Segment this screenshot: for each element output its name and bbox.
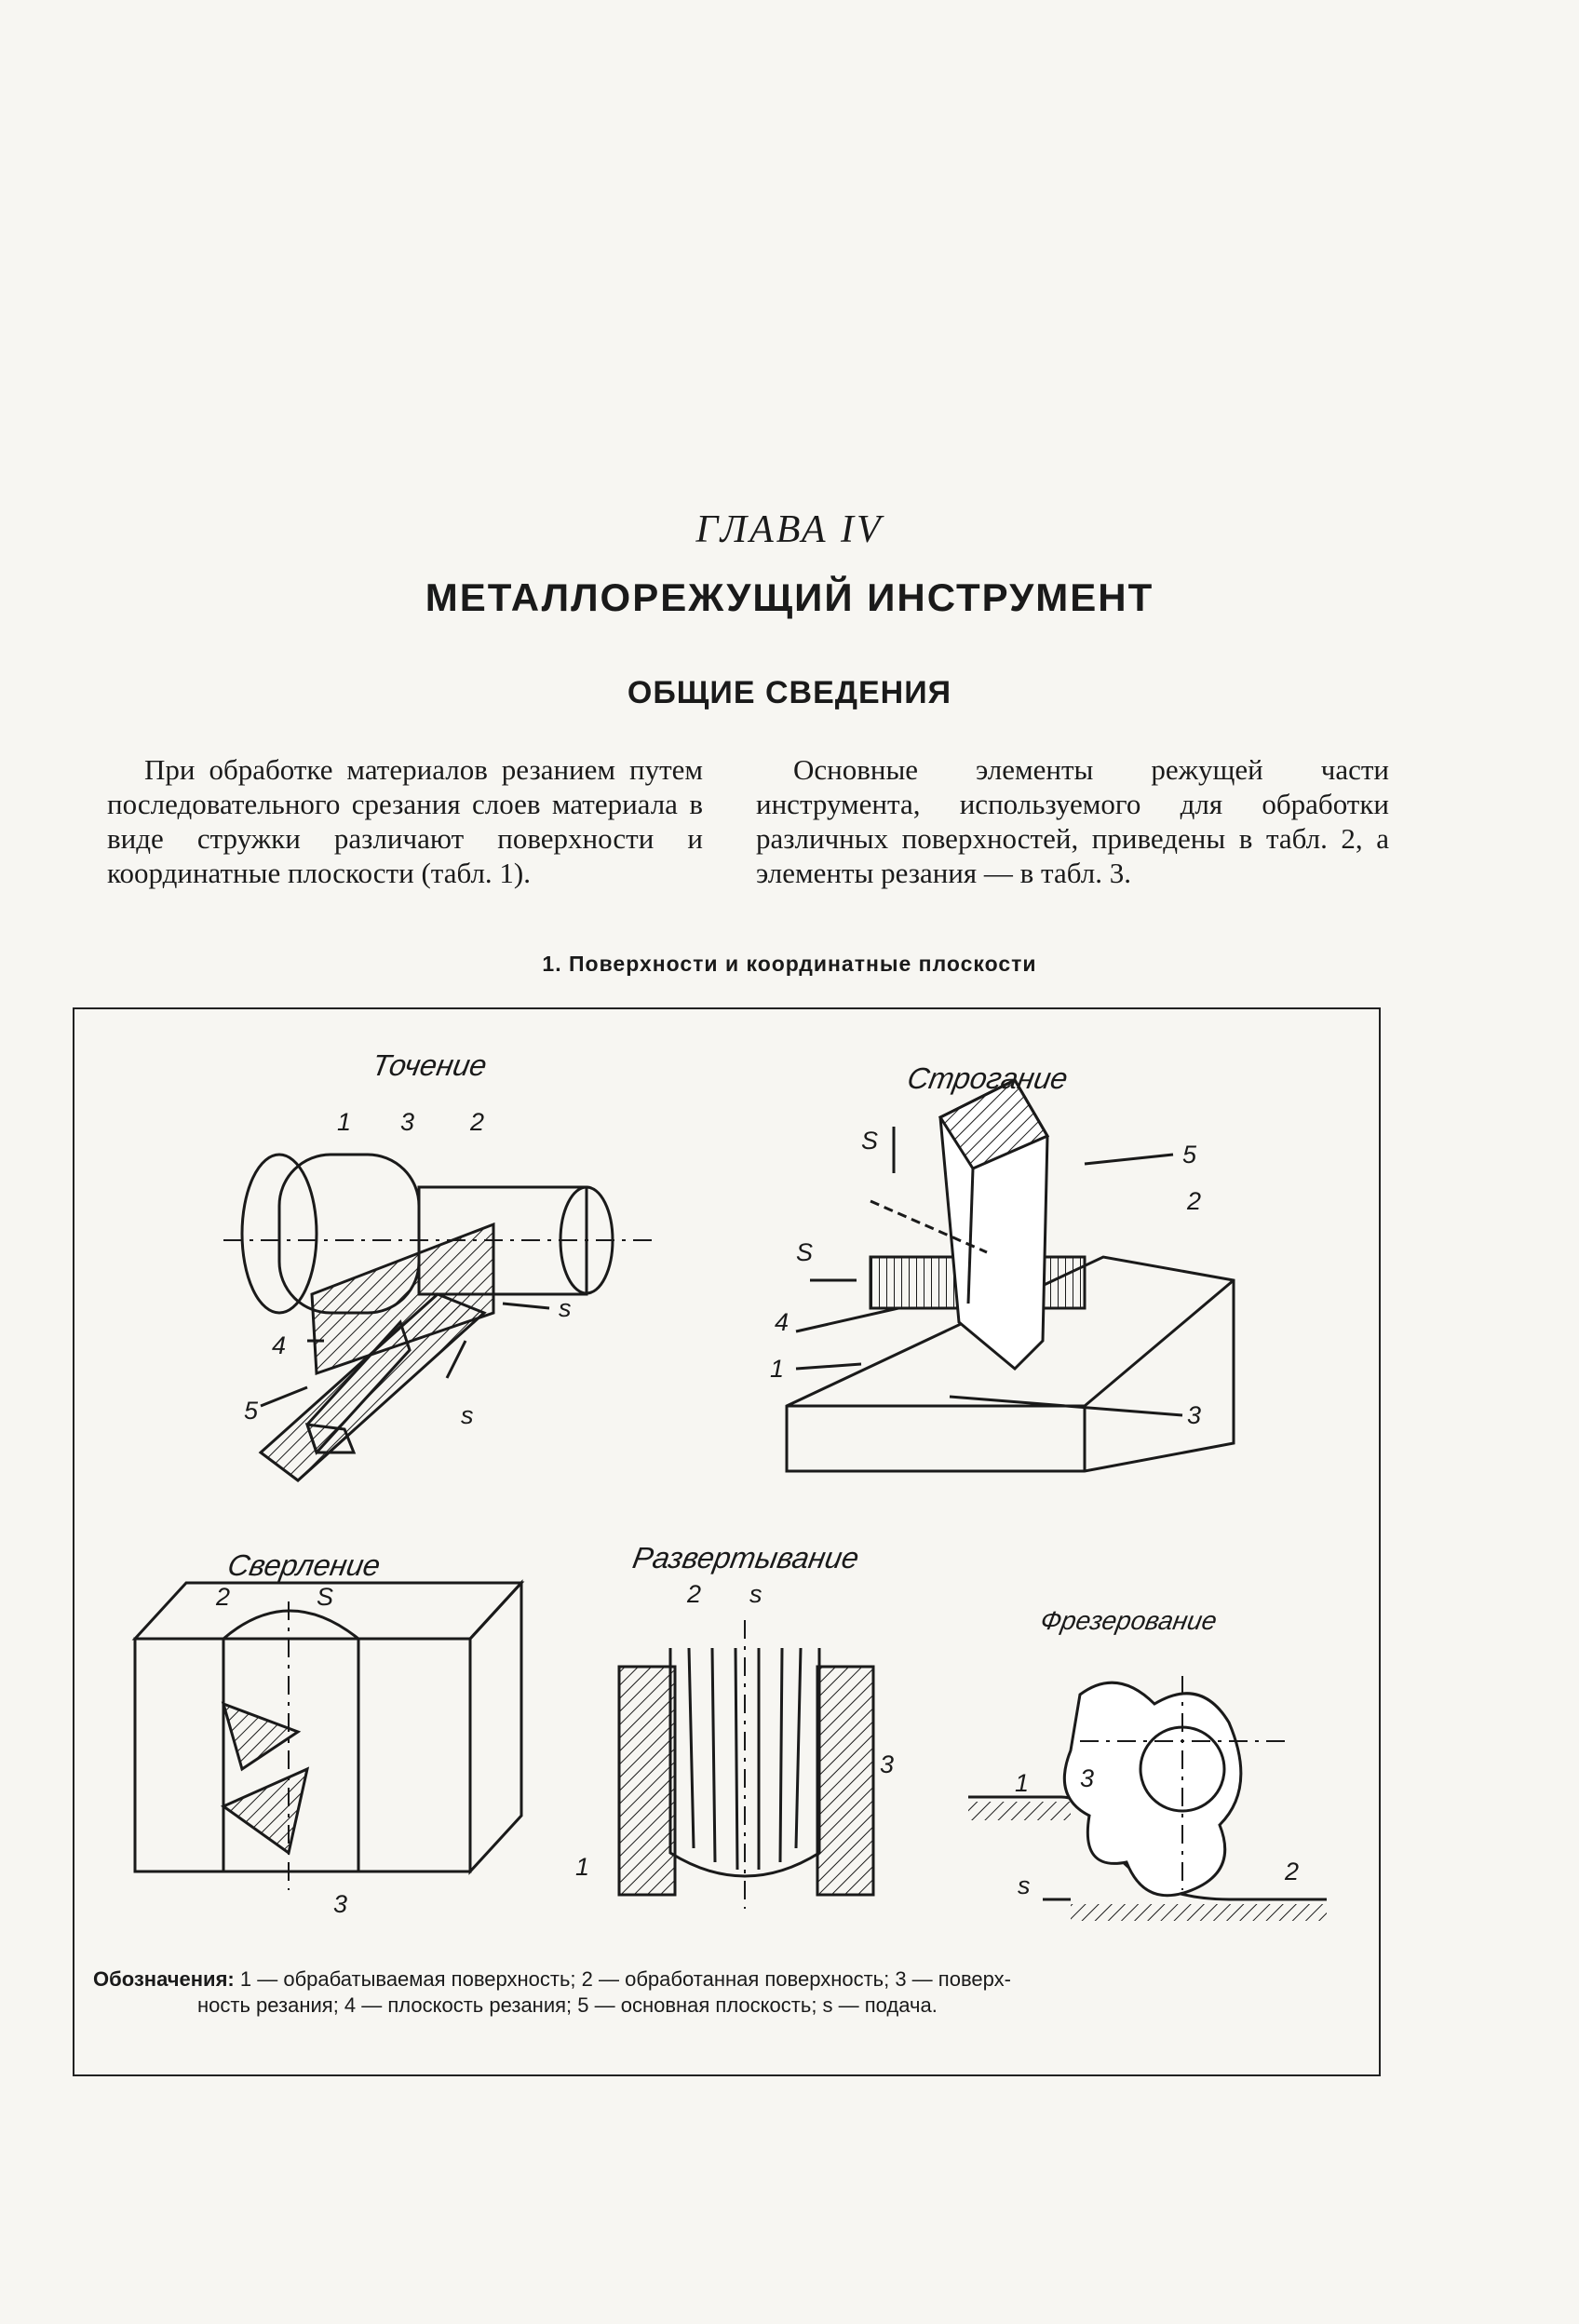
turning-label-2: 2 bbox=[470, 1108, 485, 1136]
planing-label-s-vertical: S bbox=[861, 1127, 879, 1155]
milling-title: Фрезерование bbox=[1038, 1606, 1220, 1635]
paragraph-right-text: Основные элементы режущей части инструме… bbox=[756, 753, 1389, 889]
legend: Обозначения: 1 — обрабатываемая поверхно… bbox=[93, 1966, 1369, 2019]
table-caption: 1. Поверхности и координатные плоскости bbox=[542, 952, 1037, 976]
chapter-label: ГЛАВА IV bbox=[695, 508, 884, 551]
reaming-label-3: 3 bbox=[880, 1750, 895, 1778]
turning-label-3: 3 bbox=[400, 1108, 415, 1136]
paragraph-left: При обработке материалов резанием путем … bbox=[107, 752, 703, 890]
section-heading: ОБЩИЕ СВЕДЕНИЯ bbox=[627, 675, 952, 710]
milling-label-s: s bbox=[1018, 1871, 1031, 1899]
legend-line-2: ность резания; 4 — плоскость резания; 5 … bbox=[197, 1993, 938, 2017]
turning-label-s-axial: s bbox=[461, 1401, 474, 1429]
reaming-title: Развертывание bbox=[629, 1541, 862, 1574]
paragraph-left-text: При обработке материалов резанием путем … bbox=[107, 753, 703, 889]
drilling-label-2: 2 bbox=[216, 1583, 231, 1611]
reaming-drawing bbox=[617, 1620, 875, 1909]
planing-label-4: 4 bbox=[775, 1308, 790, 1336]
turning-label-5: 5 bbox=[244, 1397, 259, 1425]
planing-label-3: 3 bbox=[1187, 1401, 1202, 1429]
drilling-label-s: S bbox=[317, 1583, 334, 1611]
milling-label-3: 3 bbox=[1080, 1764, 1095, 1792]
drilling-title: Сверление bbox=[224, 1548, 384, 1582]
planing-label-2: 2 bbox=[1187, 1187, 1202, 1215]
turning-label-1: 1 bbox=[337, 1108, 352, 1136]
planing-label-1: 1 bbox=[770, 1355, 785, 1383]
milling-label-2: 2 bbox=[1285, 1858, 1300, 1885]
page-title: МЕТАЛЛОРЕЖУЩИЙ ИНСТРУМЕНТ bbox=[425, 575, 1154, 619]
planing-drawing bbox=[785, 1078, 1235, 1473]
drilling-drawing bbox=[131, 1579, 525, 1890]
paragraph-right: Основные элементы режущей части инструме… bbox=[756, 752, 1389, 890]
planing-label-s-horizontal: S bbox=[796, 1238, 814, 1266]
reaming-label-2: 2 bbox=[687, 1580, 702, 1608]
reaming-label-1: 1 bbox=[575, 1853, 590, 1881]
turning-drawing bbox=[223, 1153, 652, 1482]
drilling-label-3: 3 bbox=[333, 1890, 348, 1918]
legend-line-1: 1 — обрабатываемая поверхность; 2 — обра… bbox=[239, 1967, 1011, 1991]
turning-title: Точение bbox=[369, 1048, 490, 1082]
turning-label-s-feed: s bbox=[559, 1294, 572, 1322]
turning-label-4: 4 bbox=[272, 1331, 287, 1359]
reaming-label-s: s bbox=[749, 1580, 763, 1608]
figure-box bbox=[73, 1007, 1381, 2076]
planing-label-5: 5 bbox=[1182, 1141, 1197, 1169]
planing-title: Строгание bbox=[904, 1061, 1071, 1095]
milling-label-1: 1 bbox=[1015, 1769, 1030, 1797]
legend-lead: Обозначения: bbox=[93, 1967, 235, 1991]
milling-drawing bbox=[968, 1676, 1327, 1921]
